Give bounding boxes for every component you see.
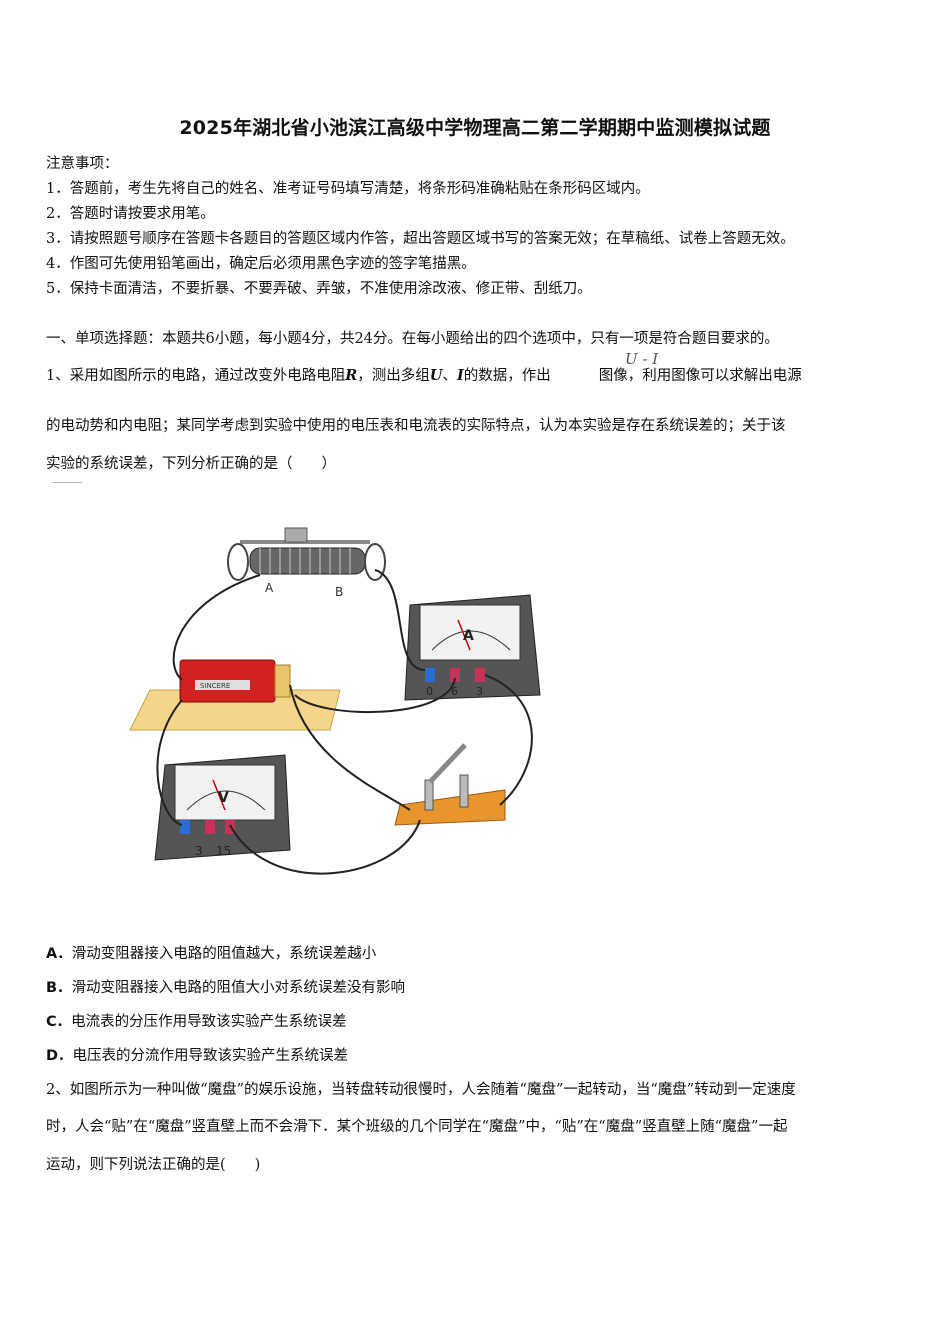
rheostat-label-a: A [265, 581, 274, 595]
voltmeter-symbol: V [218, 790, 229, 806]
question-2-line-3: 运动，则下列说法正确的是( ) [46, 1157, 261, 1173]
option-a-letter: A． [46, 946, 72, 962]
divider [52, 482, 82, 483]
option-d-letter: D． [46, 1048, 73, 1064]
option-a-text: 滑动变阻器接入电路的阻值越大，系统误差越小 [71, 946, 377, 962]
option-a[interactable]: A．滑动变阻器接入电路的阻值越大，系统误差越小 [46, 942, 376, 963]
battery: SINCERE [129, 659, 341, 731]
option-d[interactable]: D．电压表的分流作用导致该实验产生系统误差 [46, 1044, 348, 1065]
notice-item-1: 1．答题前，考生先将自己的姓名、准考证号码填写清楚，将条形码准确粘贴在条形码区域… [46, 181, 650, 197]
q1-sep: 、 [442, 368, 457, 384]
ammeter-terminal-2: 3 [476, 685, 483, 698]
question-2-line-1: 2、如图所示为一种叫做“魔盘”的娱乐设施，当转盘转动很慢时，人会随着“魔盘”一起… [46, 1082, 796, 1098]
q1-text-a: 1、采用如图所示的电路，通过改变外电路电阻 [46, 368, 346, 384]
question-1-line-2: 的电动势和内电阻；某同学考虑到实验中使用的电压表和电流表的实际特点，认为本实验是… [46, 418, 786, 434]
battery-label: SINCERE [200, 682, 230, 690]
notice-heading: 注意事项： [46, 156, 119, 172]
option-b[interactable]: B．滑动变阻器接入电路的阻值大小对系统误差没有影响 [46, 976, 405, 997]
var-u: U [429, 367, 443, 384]
q1-text-c: 的数据，作出 [463, 368, 551, 384]
voltmeter-terminal-0: 3 [195, 844, 203, 858]
notice-item-4: 4．作图可先使用铅笔画出，确定后必须用黑色字迹的签字笔描黑。 [46, 256, 476, 272]
notice-item-3: 3．请按照题号顺序在答题卡各题目的答题区域内作答，超出答题区域书写的答案无效；在… [46, 231, 795, 247]
var-i: I [456, 367, 464, 384]
ammeter-terminal-1: 6 [451, 685, 458, 698]
option-b-text: 滑动变阻器接入电路的阻值大小对系统误差没有影响 [71, 980, 406, 996]
q1-text-d: 图像，利用图像可以求解出电源 [598, 368, 802, 384]
section-heading: 一、单项选择题：本题共6小题，每小题4分，共24分。在每小题给出的四个选项中，只… [46, 331, 779, 347]
page-title: 2025年湖北省小池滨江高级中学物理高二第二学期期中监测模拟试题 [179, 117, 771, 139]
voltmeter: V 3 15 [154, 754, 291, 861]
ammeter-terminal-0: 0 [426, 685, 433, 698]
circuit-diagram: A B SINCERE A 0 6 3 V 3 15 [129, 527, 541, 875]
var-r: R [345, 367, 358, 384]
rheostat-label-b: B [335, 585, 343, 599]
option-d-text: 电压表的分流作用导致该实验产生系统误差 [72, 1048, 349, 1064]
q1-text-b: ，测出多组 [357, 368, 430, 384]
notice-item-5: 5．保持卡面清洁，不要折暴、不要弄破、弄皱，不准使用涂改液、修正带、刮纸刀。 [46, 281, 592, 297]
option-c-letter: C． [46, 1014, 72, 1030]
notice-item-2: 2．答题时请按要求用笔。 [46, 206, 215, 222]
question-1-line-1: 1、采用如图所示的电路，通过改变外电路电阻R，测出多组U、I的数据，作出 图像，利… [46, 364, 802, 385]
ui-graph-label: U - I [625, 350, 659, 368]
voltmeter-terminal-1: 15 [216, 844, 231, 858]
ammeter-symbol: A [463, 628, 474, 644]
wires [156, 569, 533, 875]
option-c-text: 电流表的分压作用导致该实验产生系统误差 [71, 1014, 347, 1030]
rheostat: A B [227, 527, 386, 599]
option-b-letter: B． [46, 980, 72, 996]
ammeter: A 0 6 3 [404, 594, 541, 701]
question-2-line-2: 时，人会“贴”在“魔盘”竖直壁上而不会滑下．某个班级的几个同学在“魔盘”中，“贴… [46, 1119, 788, 1135]
option-c[interactable]: C．电流表的分压作用导致该实验产生系统误差 [46, 1010, 347, 1031]
question-1-line-3: 实验的系统误差，下列分析正确的是（ ） [46, 456, 336, 472]
switch [394, 743, 506, 826]
